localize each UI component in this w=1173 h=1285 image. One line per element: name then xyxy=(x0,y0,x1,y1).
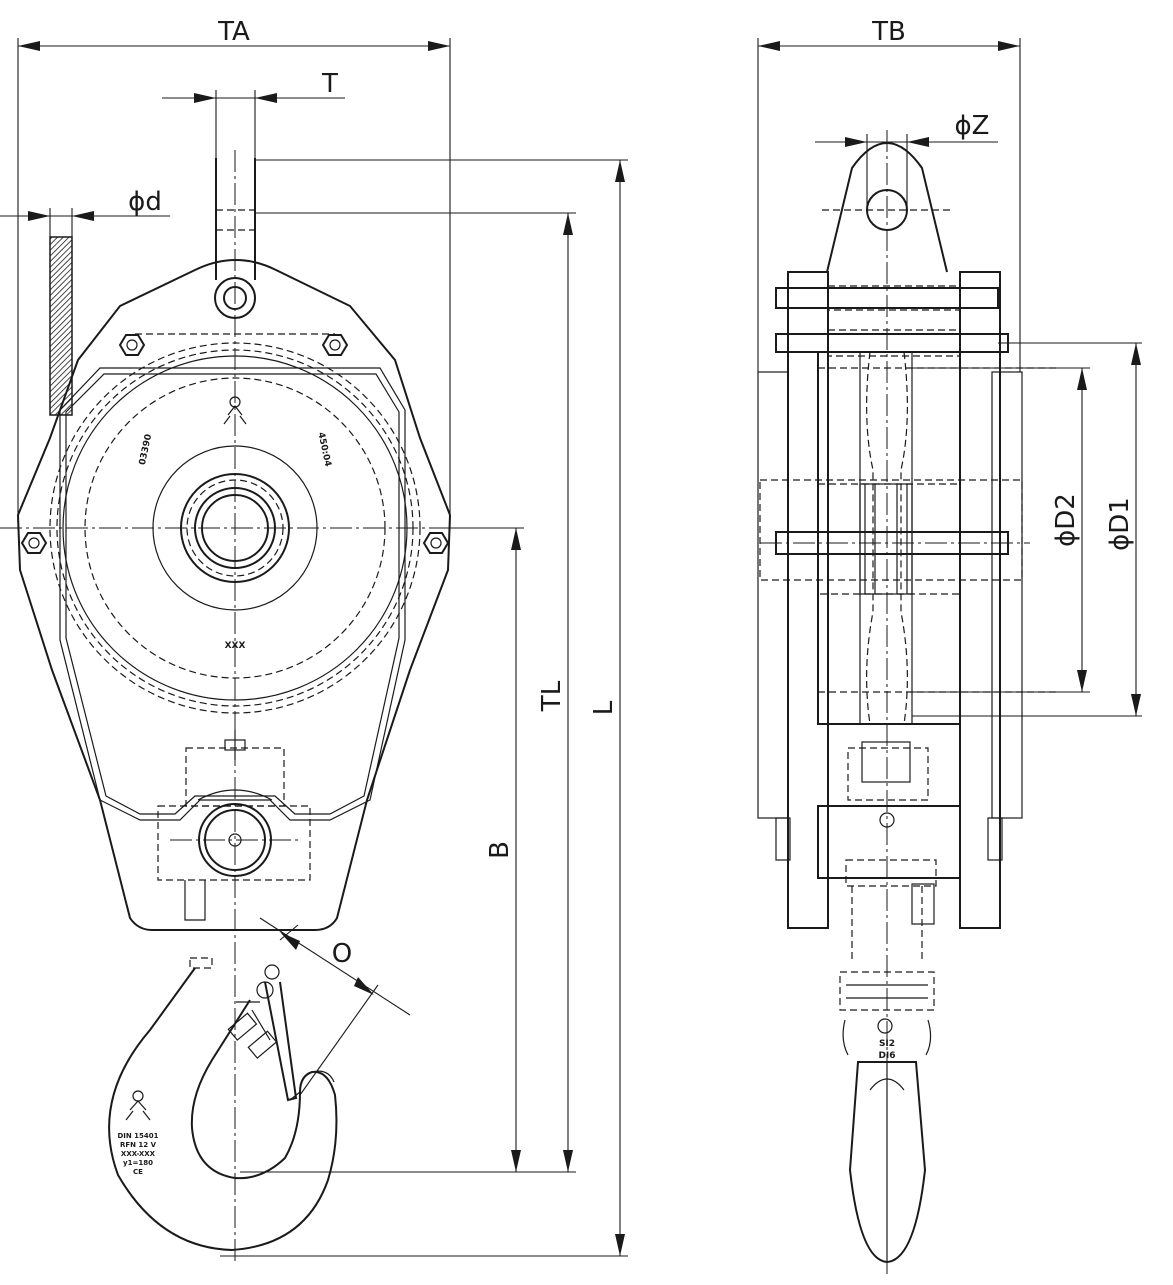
hook-marking-line-2: RFN 12 V xyxy=(120,1141,157,1149)
side-hook-marking-top: SI2 xyxy=(879,1039,895,1049)
hook-marking-line-5: CE xyxy=(133,1168,143,1176)
dim-label-B: B xyxy=(485,841,515,859)
drum-marking-left: 03390 xyxy=(138,433,154,466)
dim-label-O: O xyxy=(332,939,352,969)
hex-nut-mid-right xyxy=(422,532,450,554)
side-view: SI2 DI6 xyxy=(757,130,1060,1275)
front-dimensions: TA T ϕd L TL B xyxy=(0,17,628,1257)
dim-label-D2: ϕD2 xyxy=(1051,493,1081,547)
dim-label-Z: ϕZ xyxy=(955,111,990,141)
drum-marking-right: 450:04 xyxy=(315,431,332,467)
hex-nut-top-left xyxy=(118,334,146,356)
dim-label-TL: TL xyxy=(537,680,567,712)
dim-label-L: L xyxy=(589,700,619,715)
hook-marking-line-3: XXX-XXX xyxy=(121,1150,156,1158)
hook-marking-line-4: y1=180 xyxy=(123,1159,153,1167)
dim-label-TB: TB xyxy=(871,17,906,47)
dim-label-T: T xyxy=(321,69,338,99)
front-view: 03390 450:04 XXX DIN 15401 xyxy=(0,150,470,1265)
side-dimensions: TB ϕZ ϕD1 ϕD2 xyxy=(757,17,1142,717)
housing-outline xyxy=(16,259,452,931)
rope xyxy=(49,236,73,416)
hex-nut-top-right xyxy=(321,334,349,356)
safety-latch xyxy=(227,964,298,1102)
hook-load-symbol-icon xyxy=(125,1090,151,1121)
hook-marking-line-1: DIN 15401 xyxy=(117,1132,158,1140)
dim-label-TA: TA xyxy=(217,17,250,47)
hex-nut-mid-left xyxy=(20,532,48,554)
hook xyxy=(108,967,338,1252)
dim-label-d: ϕd xyxy=(128,187,162,217)
dim-label-D1: ϕD1 xyxy=(1105,497,1135,551)
